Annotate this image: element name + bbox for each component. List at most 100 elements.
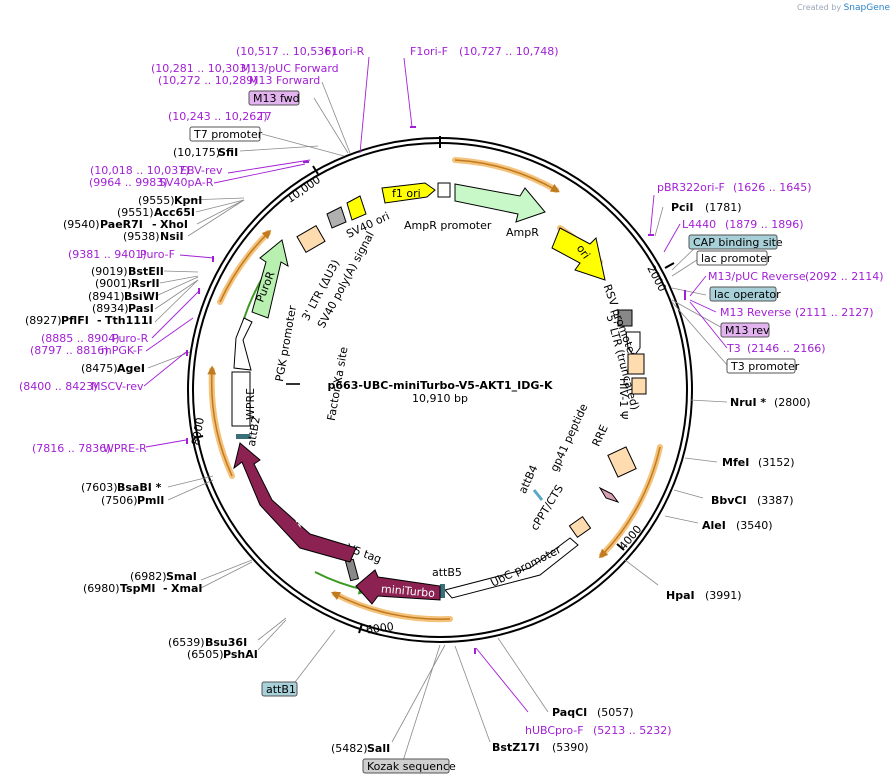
feature-attb5: attB5 — [432, 566, 462, 598]
svg-text:SmaI: SmaI — [166, 570, 197, 583]
svg-text:EBV-rev: EBV-rev — [180, 164, 223, 177]
svg-text:(7506): (7506) — [101, 494, 138, 507]
feature-puror[interactable]: PuroR — [251, 239, 289, 319]
svg-text:Puro-F: Puro-F — [140, 248, 175, 261]
feature-ltr5-box-2 — [631, 377, 647, 395]
svg-text:(8475): (8475) — [81, 362, 118, 375]
svg-text:M13 Reverse: M13 Reverse — [720, 306, 791, 319]
svg-text:M13/pUC Forward: M13/pUC Forward — [241, 62, 339, 75]
box-m13-fwd: M13 fwd — [248, 90, 300, 106]
feature-cppt[interactable]: cPPT/CTS — [528, 483, 592, 539]
svg-text:cPPT/CTS: cPPT/CTS — [528, 483, 566, 533]
svg-text:MSCV-rev: MSCV-rev — [91, 380, 144, 393]
svg-text:BbvCI: BbvCI — [711, 494, 747, 507]
svg-text:KpnI: KpnI — [174, 194, 202, 207]
svg-text:(2092 .. 2114): (2092 .. 2114) — [805, 270, 884, 283]
svg-text:(5057): (5057) — [597, 706, 634, 719]
primer-m13-forward: (10,272 .. 10,289)M13 Forward — [158, 74, 320, 87]
feature-f1-ori[interactable]: f1 ori — [381, 182, 436, 204]
primer-wpre-r: (7816 .. 7836)WPRE-R — [32, 442, 147, 455]
svg-text:(6980): (6980) — [83, 582, 120, 595]
svg-text:WPRE-R: WPRE-R — [103, 442, 147, 455]
feature-rre[interactable]: RRE — [590, 423, 637, 478]
primer-t3: T3(2146 .. 2166) — [726, 342, 826, 355]
svg-text:AmpR: AmpR — [506, 226, 539, 239]
enzyme-nrui: NruI *(2800) — [730, 396, 811, 409]
svg-text:SalI: SalI — [367, 742, 390, 755]
svg-text:(9019): (9019) — [91, 265, 128, 278]
enzyme-pcii: PciI(1781) — [671, 201, 742, 214]
feature-wpre[interactable]: WPRE — [231, 371, 257, 427]
plasmid-title: p663-UBC-miniTurbo-V5-AKT1_IDG-K — [328, 379, 553, 392]
primer-m13-puc-reverse: M13/pUC Reverse(2092 .. 2114) — [708, 270, 884, 283]
feature-akt1[interactable]: Akt1 — [233, 442, 357, 563]
svg-text:NsiI: NsiI — [160, 230, 184, 243]
svg-text:MfeI: MfeI — [722, 456, 749, 469]
enzyme-mfei: MfeI (3152) — [722, 456, 795, 469]
enzyme-bbvci: BbvCI(3387) — [711, 494, 794, 507]
svg-text:L4440: L4440 — [682, 218, 716, 231]
feature-small-box-1 — [437, 182, 451, 198]
svg-text:-: - — [97, 314, 102, 327]
primer-mscv-rev: (8400 .. 8423)MSCV-rev — [19, 380, 144, 393]
enzyme-pshai: (6505)PshAI — [187, 648, 258, 661]
enzyme-rsrii: (9001)RsrII — [95, 277, 160, 290]
svg-text:(9001): (9001) — [95, 277, 132, 290]
svg-text:AgeI: AgeI — [117, 362, 145, 375]
enzyme-kpni: (9555)KpnI — [138, 194, 202, 207]
svg-text:BstZ17I: BstZ17I — [492, 741, 540, 754]
svg-text:F1ori-F: F1ori-F — [410, 45, 448, 58]
box-kozak-sequence: Kozak sequence — [362, 758, 456, 774]
enzyme-bstz17i: BstZ17I(5390) — [492, 741, 589, 754]
svg-text:(10,272 .. 10,289): (10,272 .. 10,289) — [158, 74, 258, 87]
svg-text:PmlI: PmlI — [137, 494, 164, 507]
enzyme-acc65i: (9551)Acc65I — [117, 206, 195, 219]
primer-m13-reverse: M13 Reverse(2111 .. 2127) — [720, 306, 874, 319]
enzyme-hpai: HpaI(3991) — [666, 589, 742, 602]
feature-ubc-promoter[interactable]: UbC promoter — [444, 537, 579, 599]
feature-miniturbo[interactable]: miniTurbo — [355, 569, 441, 605]
svg-text:mPGK-F: mPGK-F — [101, 344, 143, 357]
svg-text:M13 Forward: M13 Forward — [249, 74, 320, 87]
svg-text:(3152): (3152) — [758, 456, 795, 469]
primer-markers — [186, 126, 686, 654]
plasmid-size: 10,910 bp — [412, 392, 468, 405]
feature-ori[interactable]: ori — [551, 227, 606, 281]
svg-text:(7603): (7603) — [81, 481, 118, 494]
svg-text:AleI: AleI — [702, 519, 726, 532]
box-lac-promoter: lac promoter — [696, 250, 772, 266]
svg-text:(8797 .. 8816): (8797 .. 8816) — [30, 344, 109, 357]
enzyme-paer7i: (9540)PaeR7I-XhoI — [63, 218, 188, 231]
enzyme-labels-right: PciI(1781) NruI *(2800) MfeI (3152) BbvCI… — [331, 201, 811, 755]
svg-text:XhoI: XhoI — [160, 218, 188, 231]
enzyme-pmli: (7506)PmlI — [101, 494, 164, 507]
svg-text:f1 ori: f1 ori — [392, 187, 421, 200]
svg-text:(10,243 .. 10,262): (10,243 .. 10,262) — [168, 110, 268, 123]
svg-text:SfiI: SfiI — [218, 146, 238, 159]
svg-text:PGK promoter: PGK promoter — [273, 304, 299, 382]
box-cap-binding-site: CAP binding site — [688, 234, 783, 250]
feature-ampr-promoter-label: AmpR promoter — [404, 219, 492, 232]
svg-text:T7 promoter: T7 promoter — [193, 128, 263, 141]
tick-8000: 8000 — [189, 416, 207, 446]
svg-text:gp41 peptide: gp41 peptide — [548, 402, 591, 474]
svg-text:WPRE: WPRE — [244, 388, 257, 420]
svg-text:(5213 .. 5232): (5213 .. 5232) — [593, 724, 672, 737]
svg-text:(10,281 .. 10,303): (10,281 .. 10,303) — [151, 62, 251, 75]
primer-mpgk-f: (8797 .. 8816)mPGK-F — [30, 344, 143, 357]
feature-ampr[interactable]: AmpR — [454, 183, 546, 239]
feature-sv40-ori[interactable]: SV40 ori — [326, 195, 392, 241]
svg-text:Bsu36I: Bsu36I — [205, 636, 247, 649]
svg-text:attB4: attB4 — [516, 463, 540, 496]
svg-text:XmaI: XmaI — [171, 582, 202, 595]
svg-text:(10,727 .. 10,748): (10,727 .. 10,748) — [459, 45, 559, 58]
svg-text:BstEII: BstEII — [128, 265, 164, 278]
enzyme-sfii: (10,175)SfiI — [173, 146, 238, 159]
svg-text:miniTurbo: miniTurbo — [380, 582, 435, 600]
enzyme-bsiwi: (8941)BsiWI — [88, 290, 159, 303]
svg-text:(8941): (8941) — [88, 290, 125, 303]
orf-arc-lines — [207, 159, 661, 620]
svg-text:BsaBI *: BsaBI * — [117, 481, 162, 494]
svg-text:BsiWI: BsiWI — [124, 290, 159, 303]
